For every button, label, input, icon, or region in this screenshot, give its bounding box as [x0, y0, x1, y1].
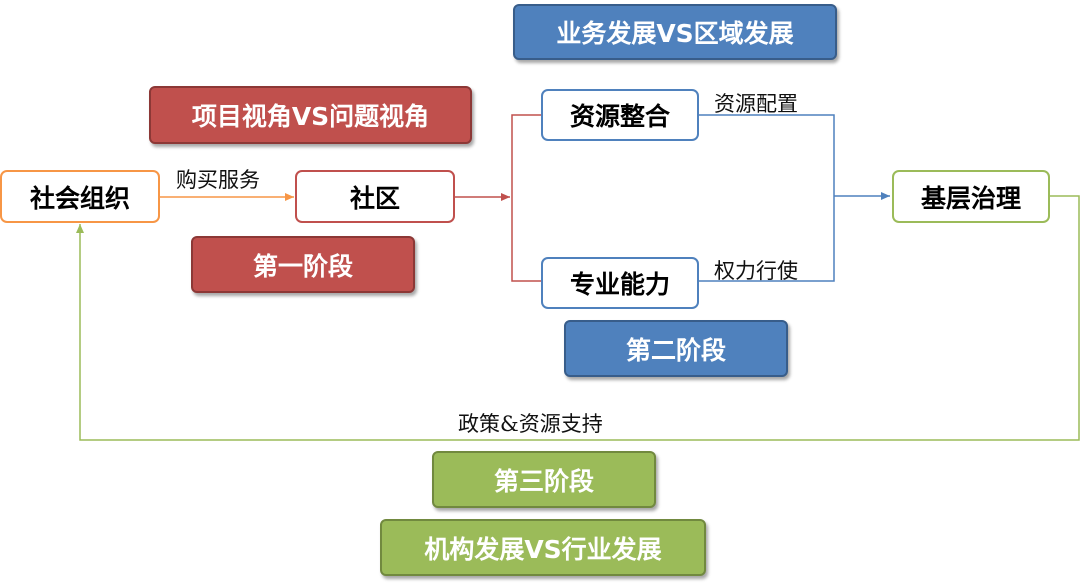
- node-grassroots-governance: 基层治理: [892, 170, 1050, 223]
- stage3-title-badge: 机构发展VS行业发展: [380, 519, 706, 576]
- stage3-badge: 第三阶段: [432, 451, 656, 508]
- node-social-org: 社会组织: [0, 170, 160, 223]
- edge-merge-bracket: [699, 114, 835, 282]
- edge-fork-bracket: [511, 114, 541, 282]
- stage2-badge: 第二阶段: [564, 320, 788, 377]
- node-community: 社区: [295, 170, 455, 223]
- label-resource-allocation: 资源配置: [714, 92, 798, 116]
- label-policy-support: 政策&资源支持: [458, 412, 603, 436]
- stage2-title-badge: 业务发展VS区域发展: [513, 4, 837, 60]
- node-resource-integration: 资源整合: [541, 89, 699, 141]
- node-professional-ability: 专业能力: [541, 257, 699, 309]
- label-purchase-service: 购买服务: [176, 168, 260, 192]
- stage1-title-badge: 项目视角VS问题视角: [149, 86, 472, 144]
- stage1-badge: 第一阶段: [191, 236, 415, 293]
- edge-feedback-loop: [76, 195, 1080, 441]
- label-power-exercise: 权力行使: [714, 259, 798, 283]
